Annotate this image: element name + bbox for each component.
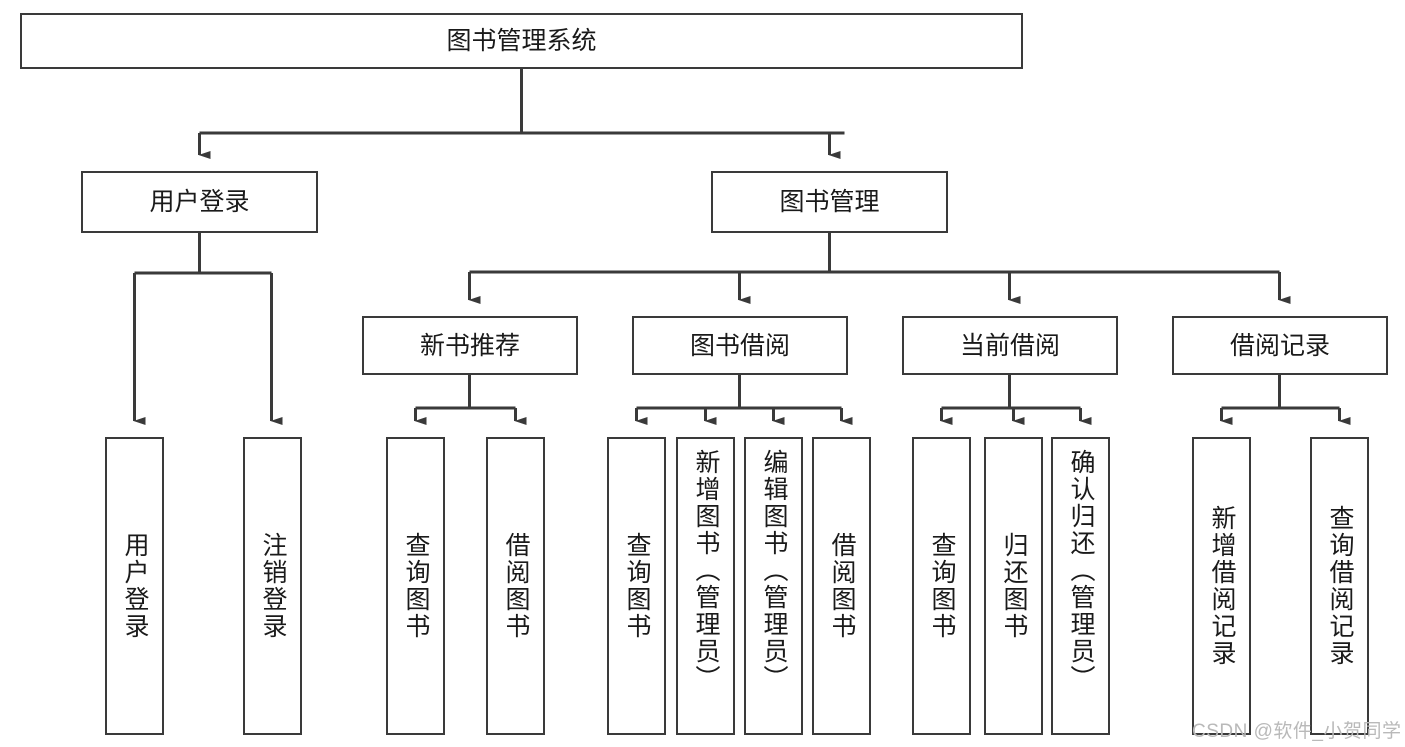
node-leaf-query-book-cur-label: 查询图书 (928, 532, 956, 640)
node-book-manage[interactable]: 图书管理 (711, 171, 948, 233)
node-leaf-edit-book[interactable]: 编辑图书（管理员） (744, 437, 803, 735)
node-leaf-borrow-book-label: 借阅图书 (828, 532, 856, 640)
node-leaf-borrow-book[interactable]: 借阅图书 (812, 437, 871, 735)
node-root[interactable]: 图书管理系统 (20, 13, 1023, 69)
node-leaf-return-book[interactable]: 归还图书 (984, 437, 1043, 735)
node-leaf-add-book[interactable]: 新增图书（管理员） (676, 437, 735, 735)
node-user-login-label: 用户登录 (149, 188, 250, 216)
node-new-book-recommend[interactable]: 新书推荐 (362, 316, 578, 375)
node-leaf-user-logout-label: 注销登录 (259, 532, 287, 640)
node-leaf-borrow-book-rec-label: 借阅图书 (502, 532, 530, 640)
node-book-manage-label: 图书管理 (779, 188, 880, 216)
node-leaf-borrow-book-rec[interactable]: 借阅图书 (486, 437, 545, 735)
node-user-login[interactable]: 用户登录 (81, 171, 318, 233)
node-leaf-add-book-label: 新增图书（管理员） (692, 449, 720, 692)
node-leaf-query-book-rec-label: 查询图书 (402, 532, 430, 640)
node-book-borrow-label: 图书借阅 (689, 331, 790, 360)
node-leaf-query-book-cur[interactable]: 查询图书 (912, 437, 971, 735)
node-borrow-record[interactable]: 借阅记录 (1172, 316, 1388, 375)
node-leaf-edit-book-label: 编辑图书（管理员） (760, 449, 788, 692)
node-leaf-user-login-label: 用户登录 (121, 532, 149, 640)
node-leaf-add-borrow-record-label: 新增借阅记录 (1208, 505, 1236, 667)
node-leaf-confirm-return[interactable]: 确认归还（管理员） (1051, 437, 1110, 735)
node-current-borrow[interactable]: 当前借阅 (902, 316, 1118, 375)
node-leaf-confirm-return-label: 确认归还（管理员） (1067, 449, 1095, 692)
node-leaf-query-book-rec[interactable]: 查询图书 (386, 437, 445, 735)
node-leaf-query-book-borrow-label: 查询图书 (623, 532, 651, 640)
node-borrow-record-label: 借阅记录 (1229, 331, 1330, 360)
node-leaf-return-book-label: 归还图书 (1000, 532, 1028, 640)
node-leaf-add-borrow-record[interactable]: 新增借阅记录 (1192, 437, 1251, 735)
node-leaf-user-login[interactable]: 用户登录 (105, 437, 164, 735)
node-leaf-query-borrow-record[interactable]: 查询借阅记录 (1310, 437, 1369, 735)
node-root-label: 图书管理系统 (446, 27, 597, 55)
node-current-borrow-label: 当前借阅 (959, 331, 1060, 360)
csdn-watermark: CSDN @软件_小贺同学 (1192, 721, 1402, 742)
node-new-book-recommend-label: 新书推荐 (419, 331, 520, 360)
node-book-borrow[interactable]: 图书借阅 (632, 316, 848, 375)
node-leaf-query-book-borrow[interactable]: 查询图书 (607, 437, 666, 735)
node-leaf-user-logout[interactable]: 注销登录 (243, 437, 302, 735)
node-leaf-query-borrow-record-label: 查询借阅记录 (1326, 505, 1354, 667)
